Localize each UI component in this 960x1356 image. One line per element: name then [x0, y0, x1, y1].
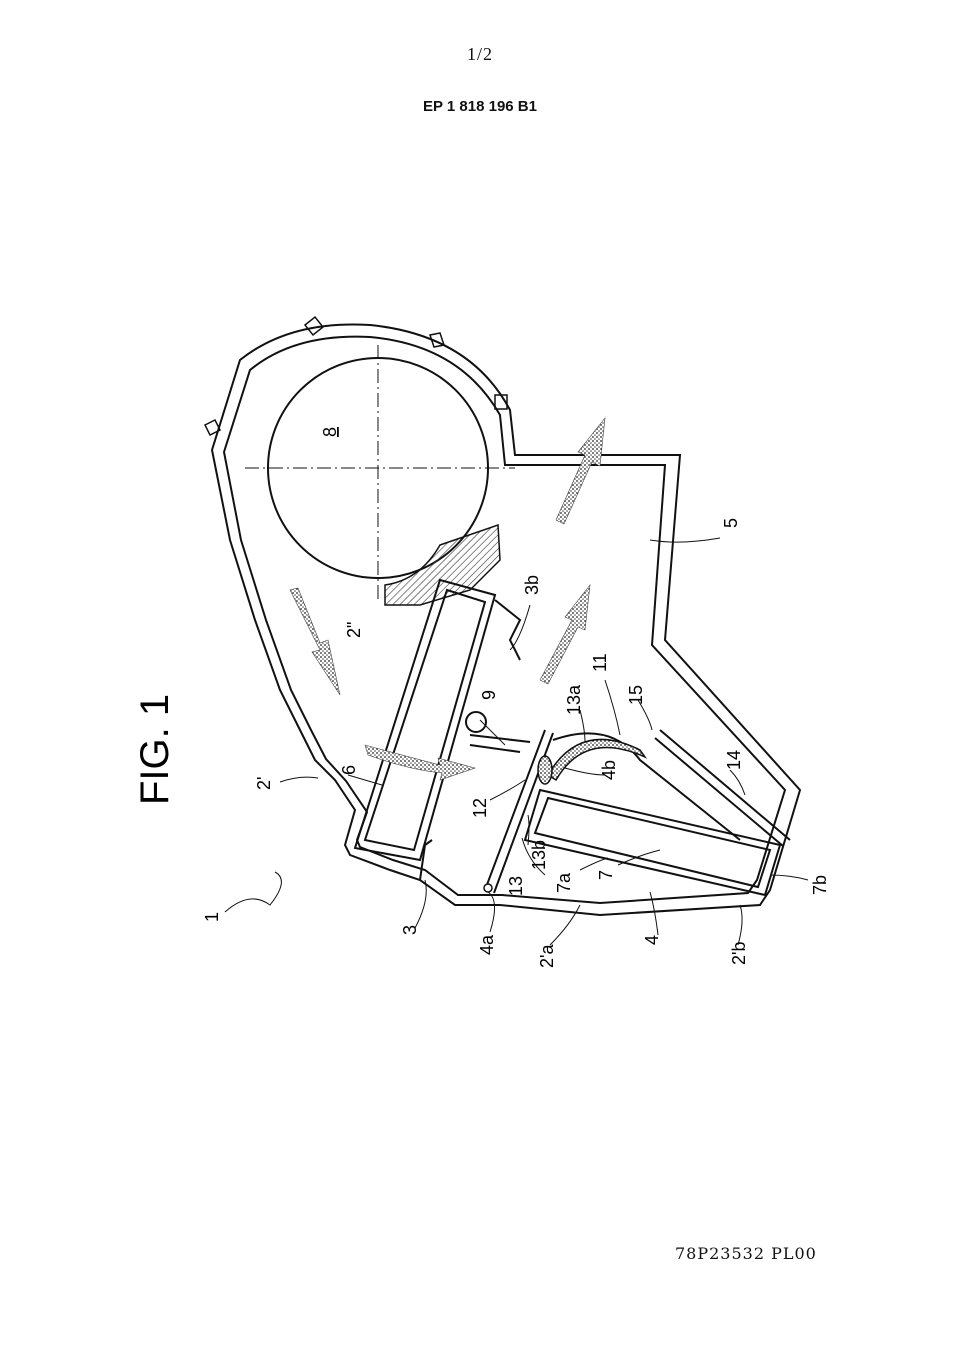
- label-12: 12: [470, 798, 490, 818]
- footer-code: 78P23532 PL00: [675, 1244, 817, 1263]
- housing-clips: [203, 315, 508, 437]
- label-2-double-prime: 2": [344, 622, 364, 638]
- hook-3b: [494, 599, 522, 661]
- label-3: 3: [400, 925, 420, 935]
- airflow-arrows: [289, 417, 606, 781]
- publication-number: EP 1 818 196 B1: [423, 98, 537, 115]
- figure-title: FIG. 1: [133, 694, 177, 805]
- label-5: 5: [721, 518, 741, 528]
- label-13b: 13b: [529, 840, 549, 870]
- label-4a: 4a: [477, 934, 497, 955]
- label-8: 8: [320, 427, 340, 437]
- label-2-prime: 2': [254, 777, 274, 790]
- label-11: 11: [590, 653, 610, 672]
- label-9: 9: [479, 690, 499, 700]
- label-7b: 7b: [810, 875, 830, 895]
- leader-lines: [224, 537, 809, 946]
- label-3b: 3b: [522, 575, 542, 595]
- fan-wheel: [245, 345, 515, 600]
- label-2-prime-b: 2'b: [729, 942, 749, 965]
- label-7a: 7a: [554, 872, 574, 893]
- baffle-3: [419, 839, 433, 881]
- label-6: 6: [339, 765, 359, 775]
- label-4: 4: [642, 935, 662, 945]
- label-13: 13: [506, 876, 526, 896]
- label-15: 15: [626, 685, 646, 705]
- label-14: 14: [724, 750, 744, 770]
- curved-guide: [546, 738, 648, 782]
- label-1: 1: [202, 912, 222, 922]
- guide-plate: [654, 729, 791, 847]
- label-7: 7: [596, 870, 616, 880]
- label-2-prime-a: 2'a: [537, 944, 557, 968]
- label-13a: 13a: [564, 684, 584, 715]
- seal-12: [537, 755, 553, 785]
- page-number: 1/2: [466, 44, 493, 64]
- label-4b: 4b: [599, 760, 619, 780]
- heater-core: [523, 788, 782, 897]
- scroll-tongue: [384, 523, 501, 606]
